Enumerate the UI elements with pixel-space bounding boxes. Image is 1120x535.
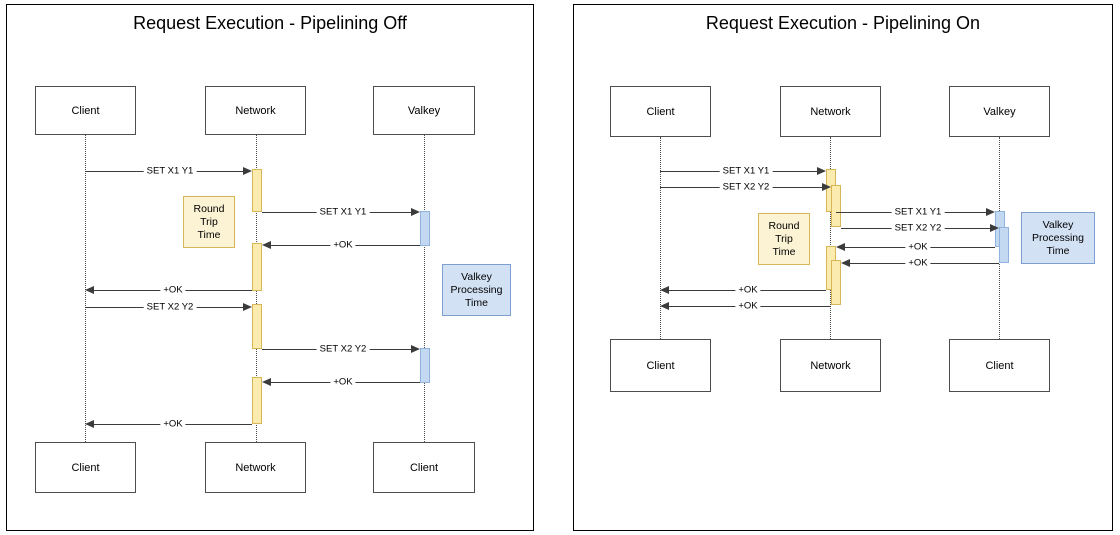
arrowhead-left-icon: [85, 419, 94, 428]
activation-network-req-2: [831, 185, 841, 227]
note-line: Valkey: [1042, 218, 1074, 231]
participant-box-client-bottom-right: Client: [373, 442, 475, 493]
activation-valkey-2: [420, 348, 430, 383]
message-label-set-x1-y1: SET X1 Y1: [719, 165, 773, 177]
participant-box-network-top: Network: [205, 86, 306, 135]
activation-network-resp-2: [831, 260, 841, 305]
message-label-set-x2-y2: SET X2 Y2: [316, 343, 370, 355]
activation-valkey-2: [999, 227, 1009, 263]
note-line: Time: [772, 245, 796, 258]
arrowhead-right-icon: [822, 182, 831, 191]
note-round-trip-time: Round Trip Time: [183, 196, 235, 248]
participant-label: Network: [810, 105, 851, 118]
message-label-ok: +OK: [735, 284, 761, 296]
arrowhead-left-icon: [262, 377, 271, 386]
participant-label: Valkey: [983, 105, 1016, 118]
arrowhead-left-icon: [841, 258, 850, 267]
arrowhead-right-icon: [817, 166, 826, 175]
lifeline-valkey: [424, 135, 425, 442]
message-label-set-x1-y1: SET X1 Y1: [891, 206, 945, 218]
note-round-trip-time: Round Trip Time: [758, 213, 810, 265]
activation-network-2: [252, 243, 262, 291]
activation-network-1: [252, 169, 262, 212]
note-valkey-processing-time: Valkey Processing Time: [1021, 212, 1095, 264]
participant-label: Client: [985, 359, 1014, 372]
message-label-ok: +OK: [735, 300, 761, 312]
arrowhead-left-icon: [660, 301, 669, 310]
lifeline-client: [660, 137, 661, 339]
lifeline-network: [830, 137, 831, 339]
participant-box-client-bottom-right: Client: [949, 339, 1050, 392]
participant-box-network-bottom: Network: [780, 339, 881, 392]
arrowhead-right-icon: [243, 166, 252, 175]
message-label-ok: +OK: [330, 239, 356, 251]
participant-label: Network: [235, 104, 276, 117]
message-label-ok: +OK: [160, 284, 186, 296]
arrowhead-left-icon: [836, 242, 845, 251]
message-label-set-x2-y2: SET X2 Y2: [143, 301, 197, 313]
message-label-set-x2-y2: SET X2 Y2: [719, 181, 773, 193]
panel-pipelining-on: Request Execution - Pipelining On Client…: [573, 4, 1113, 531]
participant-label: Valkey: [407, 104, 441, 117]
arrowhead-right-icon: [243, 302, 252, 311]
activation-network-3: [252, 304, 262, 349]
participant-label: Client: [409, 461, 439, 474]
participant-box-valkey-top: Valkey: [373, 86, 475, 135]
participant-label: Client: [71, 461, 100, 474]
note-line: Round: [768, 219, 800, 232]
participant-box-network-top: Network: [780, 86, 881, 137]
participant-label: Network: [810, 359, 851, 372]
message-label-ok: +OK: [905, 241, 931, 253]
note-line: Time: [197, 228, 221, 241]
note-line: Round: [193, 202, 225, 215]
participant-label: Network: [235, 461, 276, 474]
participant-box-client-bottom: Client: [35, 442, 136, 493]
activation-valkey-1: [420, 211, 430, 246]
participant-box-client-top: Client: [610, 86, 711, 137]
note-line: Time: [1046, 244, 1070, 257]
message-label-ok: +OK: [905, 257, 931, 269]
arrowhead-left-icon: [660, 285, 669, 294]
message-label-set-x1-y1: SET X1 Y1: [316, 206, 370, 218]
participant-label: Client: [71, 104, 100, 117]
participant-box-client-bottom: Client: [610, 339, 711, 392]
note-line: Processing: [1032, 231, 1084, 244]
participant-label: Client: [646, 105, 675, 118]
note-line: Trip: [200, 215, 218, 228]
arrowhead-right-icon: [990, 223, 999, 232]
arrowhead-right-icon: [411, 207, 420, 216]
arrowhead-left-icon: [85, 285, 94, 294]
note-line: Time: [465, 296, 488, 309]
activation-network-4: [252, 377, 262, 424]
message-label-ok: +OK: [330, 376, 356, 388]
participant-box-valkey-top: Valkey: [949, 86, 1050, 137]
note-valkey-processing-time: Valkey Processing Time: [442, 264, 511, 316]
arrowhead-left-icon: [262, 240, 271, 249]
message-label-ok: +OK: [160, 418, 186, 430]
note-line: Processing: [450, 283, 503, 296]
panel-title-pipelining-off: Request Execution - Pipelining Off: [133, 13, 407, 33]
panel-pipelining-off: Request Execution - Pipelining Off Clien…: [6, 4, 534, 531]
arrowhead-right-icon: [986, 207, 995, 216]
arrowhead-right-icon: [411, 344, 420, 353]
message-label-set-x2-y2: SET X2 Y2: [891, 222, 945, 234]
panel-title-pipelining-on: Request Execution - Pipelining On: [705, 13, 981, 33]
participant-label: Client: [646, 359, 675, 372]
note-line: Valkey: [461, 270, 492, 283]
participant-box-network-bottom: Network: [205, 442, 306, 493]
participant-box-client-top: Client: [35, 86, 136, 135]
note-line: Trip: [775, 232, 793, 245]
message-label-set-x1-y1: SET X1 Y1: [143, 165, 197, 177]
